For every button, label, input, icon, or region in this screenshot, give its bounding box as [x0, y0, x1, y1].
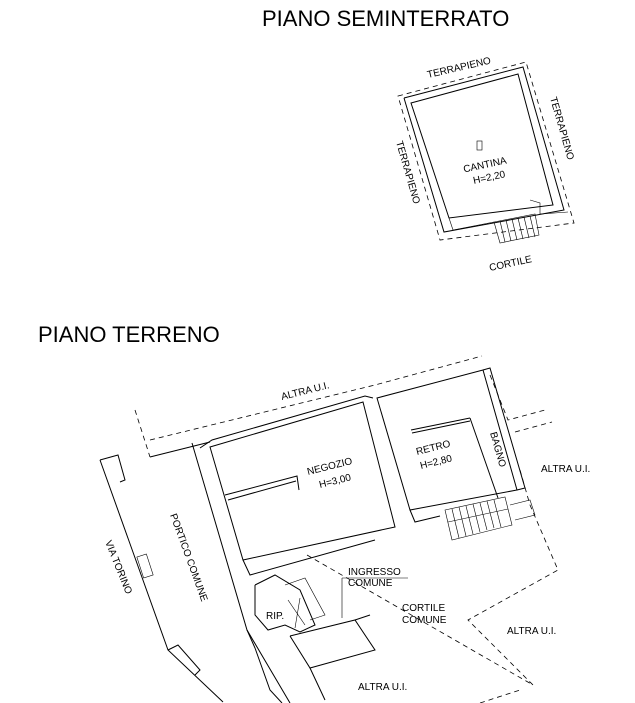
cantina-walls: [410, 73, 554, 219]
label-rip: RIP.: [266, 611, 284, 622]
label-cortile: CORTILE: [488, 254, 533, 274]
label-ingresso: INGRESSO: [348, 567, 401, 578]
label-altra-ui-right: ALTRA U.I.: [541, 464, 590, 475]
label-portico-comune: PORTICO COMUNE: [167, 512, 209, 603]
label-cortile: CORTILE: [402, 603, 445, 614]
label-via-torino: VIA TORINO: [102, 539, 134, 596]
label-cortile-comune: COMUNE: [402, 615, 447, 626]
ground-stairs: [444, 496, 513, 541]
basement-plan: TERRAPIENO TERRAPIENO TERRAPIENO CANTINA…: [393, 56, 576, 274]
label-terrapieno-right: TERRAPIENO: [547, 96, 576, 162]
room-negozio: [209, 401, 396, 561]
ground-floor-plan: ALTRA U.I. NEGOZIO H=3,00 RETRO H=2,80 B…: [99, 355, 590, 703]
basement-boundary: [397, 61, 575, 241]
bagno-partition: [469, 417, 499, 499]
basement-title: PIANO SEMINTERRATO: [262, 6, 509, 31]
ground-floor-title: PIANO TERRENO: [38, 322, 220, 347]
basement-stairs: [493, 213, 540, 244]
label-ingresso-comune: COMUNE: [348, 578, 393, 589]
negozio-height: H=3,00: [318, 472, 353, 491]
label-altra-ui-mid: ALTRA U.I.: [507, 626, 556, 637]
label-altra-ui-bottom: ALTRA U.I.: [358, 682, 407, 693]
room-bagno-label: BAGNO: [487, 431, 508, 469]
label-terrapieno-left: TERRAPIENO: [393, 140, 422, 206]
label-altra-ui-top: ALTRA U.I.: [280, 380, 330, 403]
